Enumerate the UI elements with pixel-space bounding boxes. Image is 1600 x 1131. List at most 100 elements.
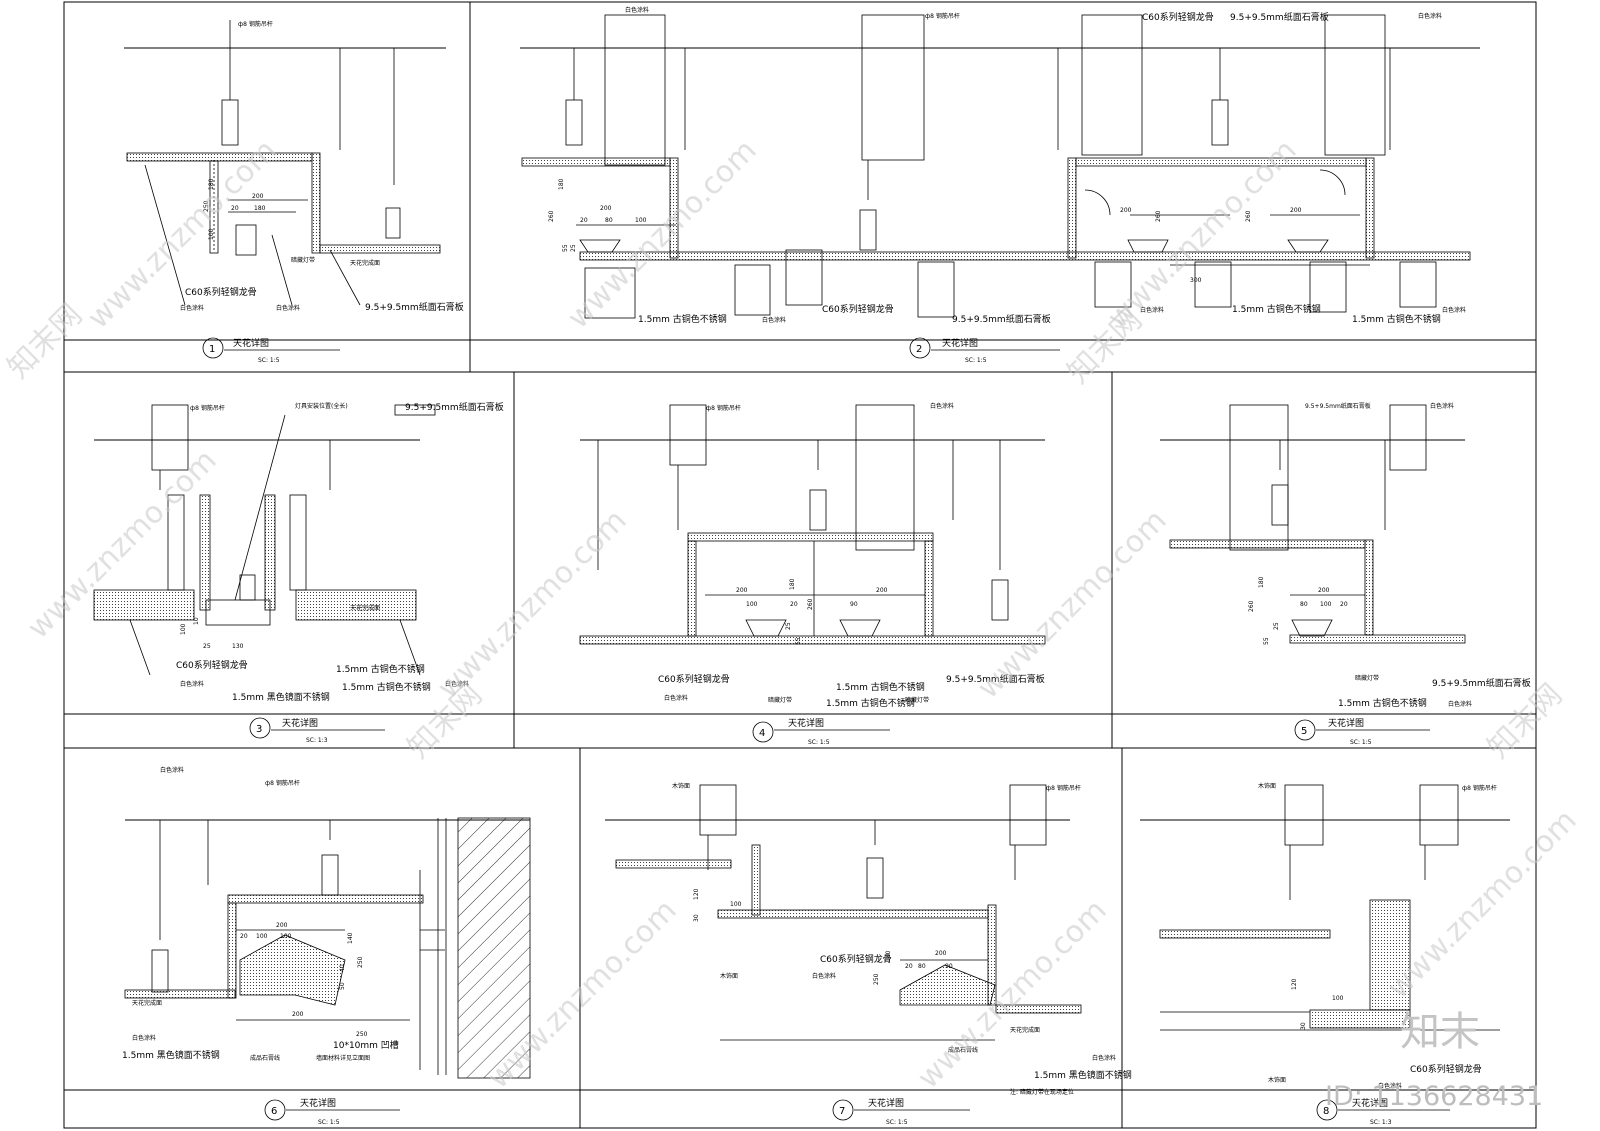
d2-steel: 1.5mm 古铜色不锈钢 xyxy=(638,313,727,325)
d3-title: 天花详图 xyxy=(282,717,318,729)
d2-dim-10: 260 xyxy=(1155,210,1162,222)
d7-dim-9: 250 xyxy=(873,973,880,985)
d2-dim-1: 260 xyxy=(548,210,555,222)
d3-steel-2: 1.5mm 古铜色不锈钢 xyxy=(342,681,431,693)
d2-dim-11: 260 xyxy=(1245,210,1252,222)
d4-steel: 1.5mm 古铜色不锈钢 xyxy=(836,681,925,693)
detail-6-labels: 200 100 100 20 140 250 200 250 50 40 白色涂… xyxy=(122,766,400,1126)
d4-dim-1: 200 xyxy=(736,587,748,594)
d2-dim-7: 300 xyxy=(1190,277,1202,284)
d8-dim-3: 30 xyxy=(1300,1022,1307,1030)
d4-dim-2: 200 xyxy=(876,587,888,594)
d1-paint-label-2: 白色涂料 xyxy=(276,304,300,312)
d2-rod: ф8 钢筋吊杆 xyxy=(925,12,960,20)
d8-title: 天花详图 xyxy=(1352,1097,1388,1109)
d6-dim-3: 100 xyxy=(280,933,292,940)
d2-paint-5: 白色涂料 xyxy=(1442,306,1466,314)
d6-rod: ф8 钢筋吊杆 xyxy=(265,779,300,787)
d8-c60: C60系列轻钢龙骨 xyxy=(1410,1063,1482,1075)
d5-dim-1: 200 xyxy=(1318,587,1330,594)
d4-c60: C60系列轻钢龙骨 xyxy=(658,673,730,685)
d4-dim-9: 25 xyxy=(785,622,792,630)
d2-number: 2 xyxy=(916,344,922,355)
d5-title: 天花详图 xyxy=(1328,717,1364,729)
d2-paint-2: 白色涂料 xyxy=(1418,12,1442,20)
d7-ceiling: 天花完成面 xyxy=(1010,1026,1040,1034)
d6-dim-7: 200 xyxy=(292,1011,304,1018)
d6-scale: SC: 1:5 xyxy=(318,1119,340,1126)
d6-dim-4: 20 xyxy=(240,933,248,940)
d7-number: 7 xyxy=(839,1106,845,1117)
detail-2 xyxy=(520,14,1480,319)
d7-dim-1: 120 xyxy=(693,888,700,900)
d4-dim-3: 100 xyxy=(746,601,758,608)
d3-steel: 1.5mm 古铜色不锈钢 xyxy=(336,663,425,675)
d4-led: 暗藏灯带 xyxy=(768,696,792,704)
d2-scale: SC: 1:5 xyxy=(965,357,987,364)
d2-steel-2: 1.5mm 古铜色不锈钢 xyxy=(1232,303,1321,315)
d2-dim-3: 100 xyxy=(635,217,647,224)
d6-dim-1: 200 xyxy=(276,922,288,929)
d1-number: 1 xyxy=(209,344,215,355)
wm-logo: 知末 xyxy=(1400,1009,1480,1055)
d4-rod: ф8 钢筋吊杆 xyxy=(706,404,741,412)
d1-dim-2: 180 xyxy=(254,205,266,212)
d4-led-2: 暗藏灯带 xyxy=(905,696,929,704)
d7-dim-4: 200 xyxy=(935,950,947,957)
d2-gypsum-b: 9.5+9.5mm纸面石膏板 xyxy=(952,313,1051,325)
detail-5 xyxy=(1160,404,1466,644)
d4-title: 天花详图 xyxy=(788,717,824,729)
d4-dim-5: 20 xyxy=(790,601,798,608)
d8-dim-1: 120 xyxy=(1291,978,1298,990)
d2-dim-2: 200 xyxy=(600,205,612,212)
d8-number: 8 xyxy=(1323,1106,1329,1117)
d7-wood-2: 木饰面 xyxy=(720,972,738,980)
d1-dim-6: 20 xyxy=(231,205,239,212)
d6-title: 天花详图 xyxy=(300,1097,336,1109)
d4-scale: SC: 1:5 xyxy=(808,739,830,746)
d6-dim-5: 140 xyxy=(347,932,354,944)
d3-dim-1: 130 xyxy=(232,643,244,650)
d5-steel: 1.5mm 古铜色不锈钢 xyxy=(1338,697,1427,709)
d7-dim-8: 140 xyxy=(885,950,892,962)
d2-gypsum: 9.5+9.5mm纸面石膏板 xyxy=(1230,11,1329,23)
d5-scale: SC: 1:5 xyxy=(1350,739,1372,746)
d4-dim-7: 260 xyxy=(807,598,814,610)
d7-scale: SC: 1:5 xyxy=(886,1119,908,1126)
wm-brand-4: 知末网 xyxy=(1481,677,1569,765)
d1-dim-4: 180 xyxy=(208,178,215,190)
d2-paint: 白色涂料 xyxy=(625,6,649,14)
d7-c60: C60系列轻钢龙骨 xyxy=(820,953,892,965)
d6-stone: 成品石膏线 xyxy=(250,1054,280,1062)
d5-dim-7: 55 xyxy=(1263,637,1270,645)
d5-paint-2: 白色涂料 xyxy=(1448,700,1472,708)
d2-dim-9: 200 xyxy=(1290,207,1302,214)
d3-dim-4: 100 xyxy=(180,623,187,635)
d3-c60: C60系列轻钢龙骨 xyxy=(176,659,248,671)
d5-gypsum-top: 9.5+9.5mm纸面石膏板 xyxy=(1305,402,1371,410)
d6-paint: 白色涂料 xyxy=(160,766,184,774)
d4-paint-2: 白色涂料 xyxy=(664,694,688,702)
d7-paint-2: 白色涂料 xyxy=(1092,1054,1116,1062)
d6-number: 6 xyxy=(271,1106,277,1117)
detail-4 xyxy=(579,404,1046,645)
d5-dim-3: 260 xyxy=(1248,600,1255,612)
d8-scale: SC: 1:3 xyxy=(1370,1119,1392,1126)
d2-paint-4: 白色涂料 xyxy=(1140,306,1164,314)
d4-steel-2: 1.5mm 古铜色不锈钢 xyxy=(826,697,915,709)
sheet-frame xyxy=(63,1,1537,1129)
d5-paint: 白色涂料 xyxy=(1430,402,1454,410)
d2-dim-5: 80 xyxy=(605,217,613,224)
d4-gypsum: 9.5+9.5mm纸面石膏板 xyxy=(946,673,1045,685)
d2-c60-b: C60系列轻钢龙骨 xyxy=(822,303,894,315)
d7-paint: 白色涂料 xyxy=(812,972,836,980)
d7-dim-6: 90 xyxy=(945,963,953,970)
wm-site-5: www.znzmo.com xyxy=(431,503,634,706)
detail-7 xyxy=(605,784,1082,1041)
d7-rod: ф8 钢筋吊杆 xyxy=(1046,784,1081,792)
d5-gypsum: 9.5+9.5mm纸面石膏板 xyxy=(1432,677,1531,689)
d5-dim-8: 25 xyxy=(1273,622,1280,630)
d3-paint: 白色涂料 xyxy=(180,680,204,688)
d5-number: 5 xyxy=(1301,726,1307,737)
